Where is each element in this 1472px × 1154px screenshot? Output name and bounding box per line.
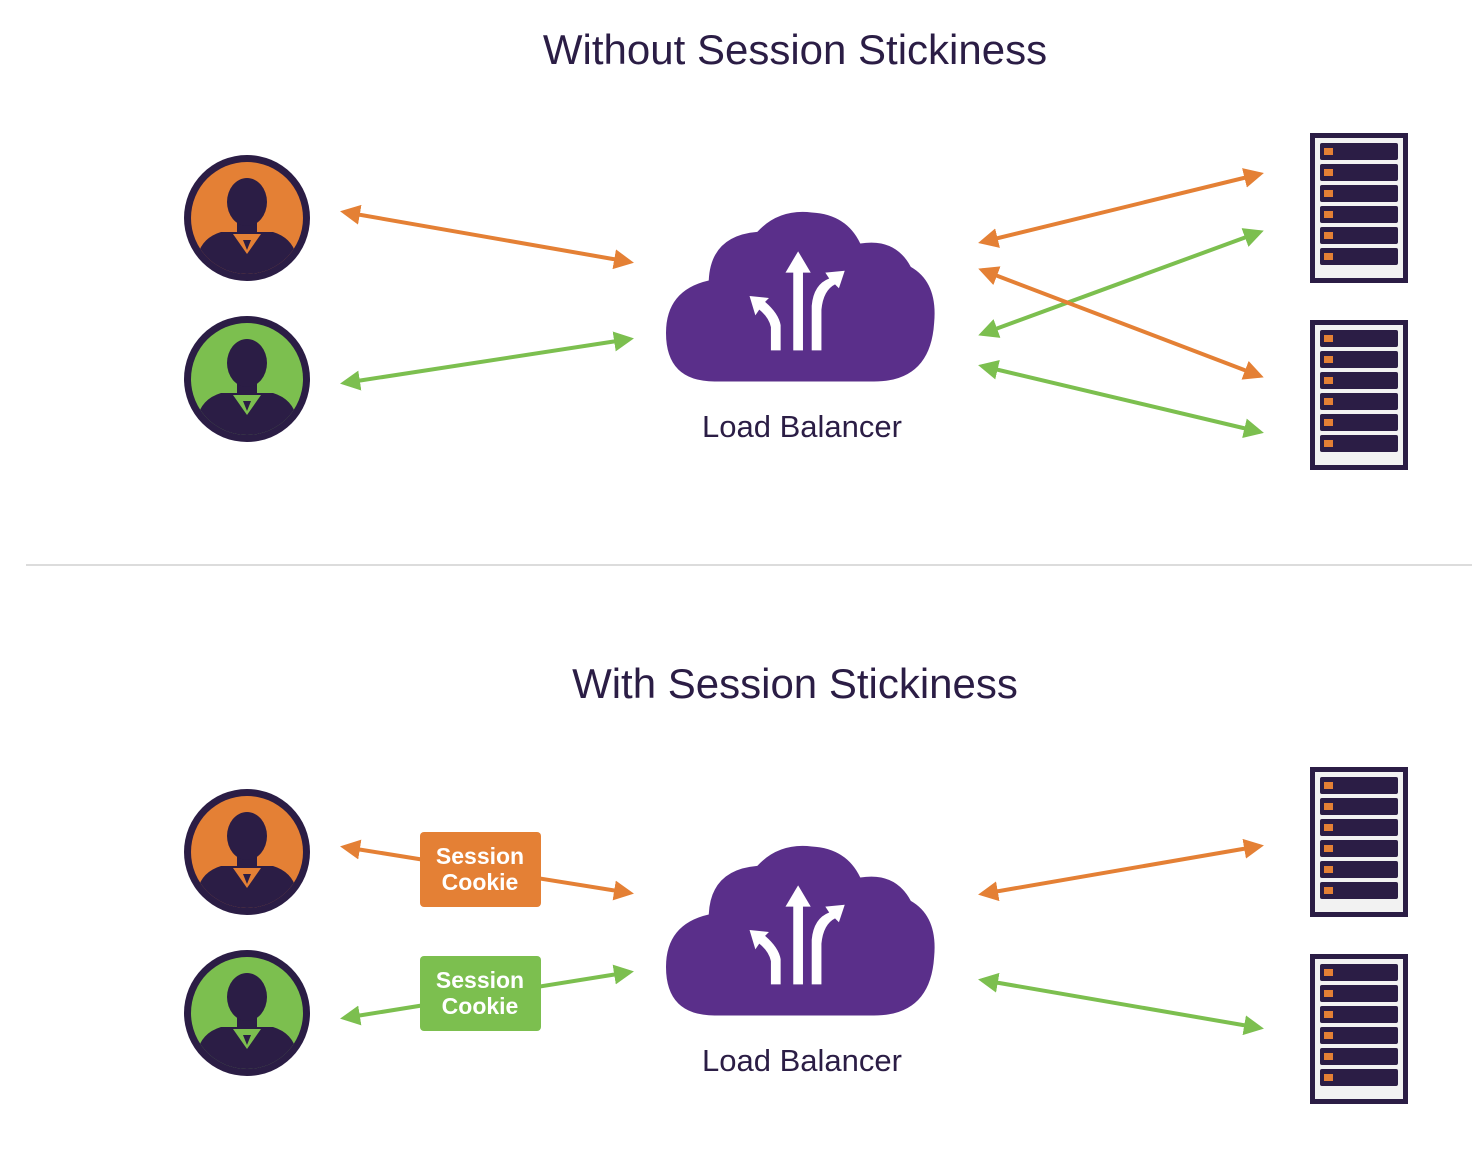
user-green: [184, 316, 310, 445]
person-icon: [184, 316, 310, 445]
section-title: Without Session Stickiness: [543, 26, 1047, 73]
arrow-balancer-server2-orange: [978, 266, 1264, 380]
server-rack-icon: [1310, 954, 1408, 1104]
section-without-stickiness: Without Session Stickiness Load Balancer: [184, 26, 1408, 470]
arrow-balancer-server2-green: [978, 972, 1264, 1036]
load-balancer-label: Load Balancer: [702, 409, 902, 444]
load-balancer-label: Load Balancer: [702, 1043, 902, 1078]
server-rack-icon: [1310, 320, 1408, 470]
person-icon: [184, 950, 310, 1079]
server-rack-icon: [1310, 133, 1408, 283]
arrow-balancer-server1-orange: [978, 168, 1264, 248]
cloud-routing-icon: [666, 845, 935, 1016]
cookie-label-line2: Cookie: [442, 993, 519, 1019]
cloud-routing-icon: [666, 211, 935, 382]
cookie-label-line1: Session: [436, 967, 524, 993]
section-with-stickiness: With Session Stickiness Load Balancer Se…: [184, 660, 1408, 1104]
arrow-balancer-server2-green: [978, 359, 1264, 439]
user-orange: [184, 155, 310, 284]
arrow-balancer-server1-green: [978, 228, 1264, 338]
server-rack-icon: [1310, 767, 1408, 917]
person-icon: [184, 155, 310, 284]
section-title: With Session Stickiness: [572, 660, 1018, 707]
person-icon: [184, 789, 310, 918]
session-cookie-green: Session Cookie: [420, 956, 541, 1031]
cookie-label-line1: Session: [436, 843, 524, 869]
user-orange: [184, 789, 310, 918]
arrow-balancer-server1-orange: [978, 838, 1264, 902]
session-cookie-orange: Session Cookie: [420, 832, 541, 907]
connection-arrows: [340, 168, 1264, 439]
arrow-green-user-balancer: [340, 331, 634, 391]
cookie-label-line2: Cookie: [442, 869, 519, 895]
user-green: [184, 950, 310, 1079]
arrow-orange-user-balancer: [340, 204, 634, 270]
